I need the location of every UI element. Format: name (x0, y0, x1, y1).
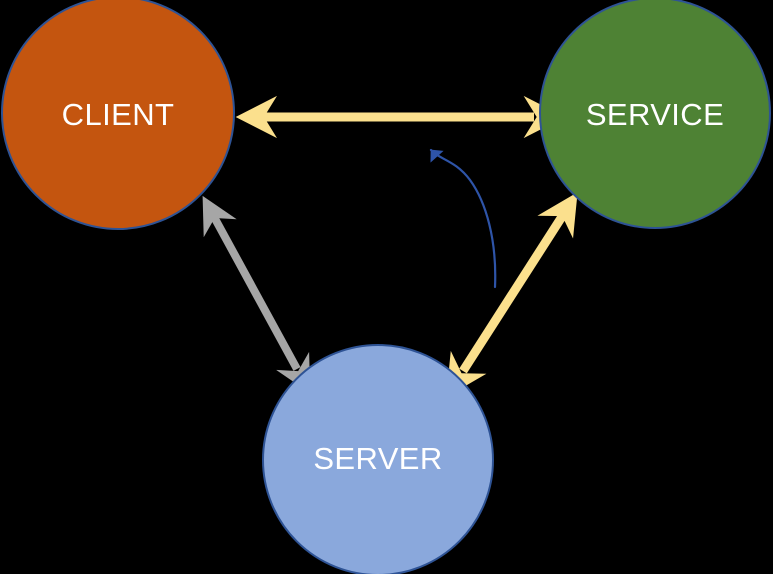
connector-service-server-line (446, 192, 578, 398)
node-service[interactable]: SERVICE (539, 0, 771, 229)
annotation-curve-arrow[interactable] (429, 148, 497, 289)
client-label: CLIENT (62, 97, 175, 132)
annotation-curve-path (429, 148, 497, 289)
connector-client-server-line (202, 195, 311, 394)
node-server[interactable]: SERVER (262, 344, 494, 574)
connector-client-server[interactable] (202, 195, 311, 394)
service-circle (539, 0, 771, 229)
connector-service-server[interactable] (446, 192, 578, 398)
service-label: SERVICE (586, 97, 724, 132)
server-label: SERVER (313, 441, 442, 476)
client-circle (1, 0, 235, 230)
server-circle (262, 344, 494, 574)
node-client[interactable]: CLIENT (1, 0, 235, 230)
